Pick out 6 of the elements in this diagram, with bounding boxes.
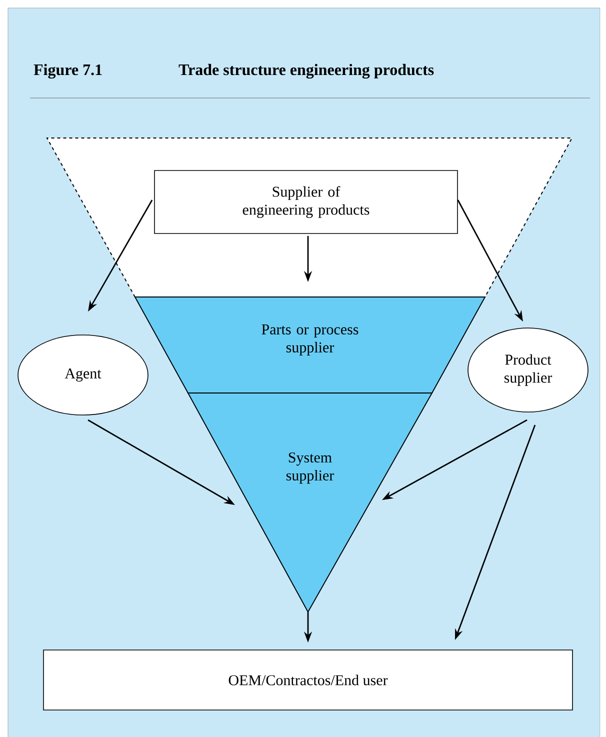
- process-box: Supplier of engineering products: [154, 170, 458, 234]
- figure-title: Trade structure engineering products: [178, 64, 434, 79]
- figure-number: Figure 7.1: [34, 64, 102, 79]
- process-box: OEM/Contractos/End user: [43, 650, 573, 710]
- ellipse-node: Product supplier: [468, 328, 588, 412]
- ellipse-node: Agent: [18, 334, 148, 416]
